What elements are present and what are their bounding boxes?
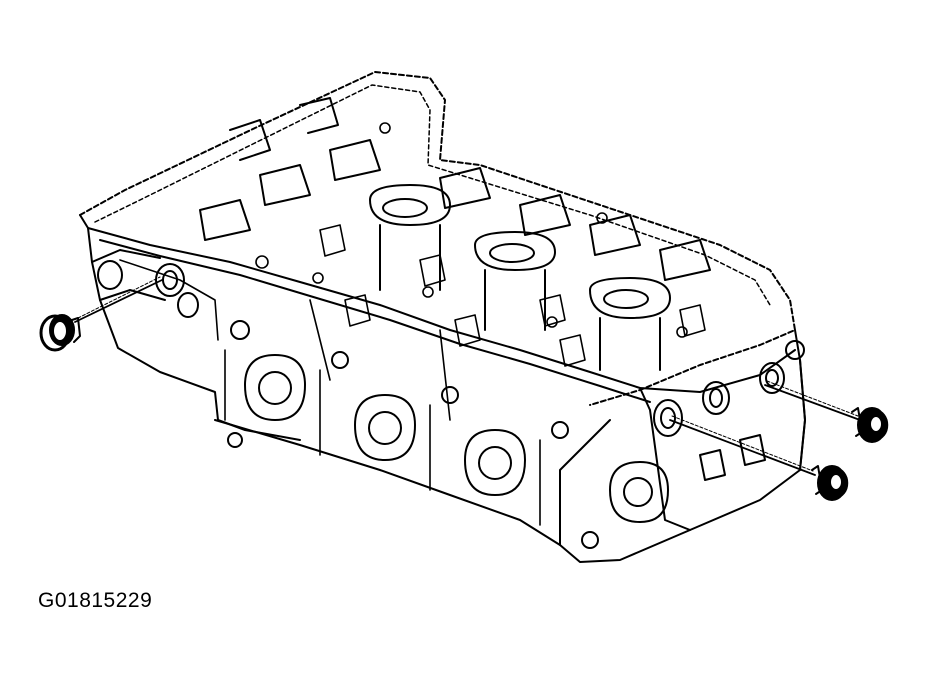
- cylinder-head: [79, 71, 806, 563]
- leader-line-right-lower: [669, 419, 816, 476]
- valve-gear: [255, 122, 706, 367]
- plug-bolt-right-lower: [669, 415, 849, 501]
- right-end-bosses: [653, 340, 805, 481]
- right-end-face: [794, 329, 806, 471]
- front-rail-lower: [99, 239, 651, 403]
- plug-bolt-right-upper: [764, 380, 889, 443]
- front-rail: [87, 227, 796, 393]
- leader-line-left: [74, 279, 163, 323]
- port-flange-ribs: [119, 259, 541, 526]
- left-end-face: [79, 214, 301, 441]
- top-deck-inner-rim: [94, 84, 771, 306]
- top-deck-rim: [79, 71, 796, 406]
- cam-towers: [199, 97, 711, 281]
- figure-id-label: G01815229: [38, 589, 153, 612]
- plug-bolt-left: [39, 276, 163, 352]
- spark-plug-bosses: [369, 184, 671, 371]
- exhaust-ports: [227, 320, 669, 549]
- left-end-bosses: [97, 260, 199, 318]
- leader-line-right-upper: [764, 384, 861, 421]
